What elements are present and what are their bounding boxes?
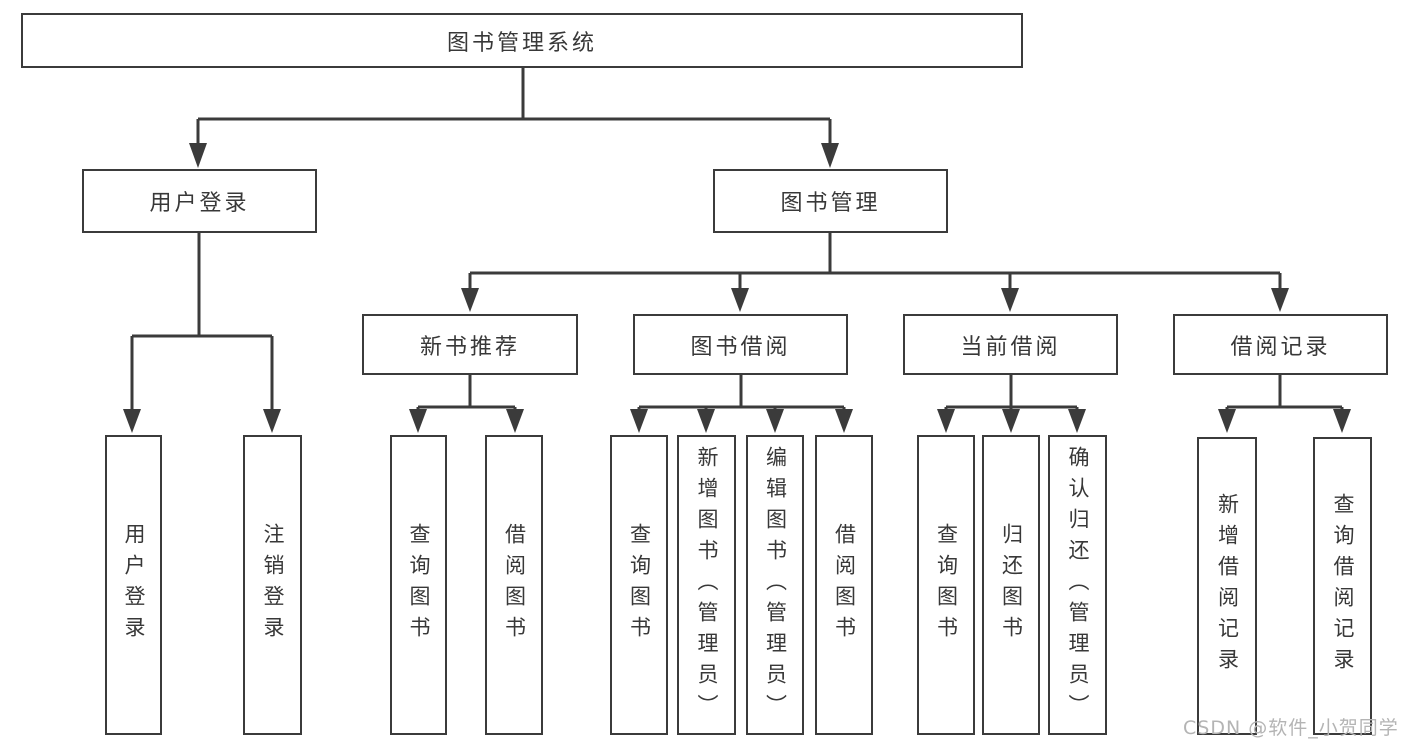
leaf-query-books-current: 查询图书 [917, 435, 975, 735]
leaf-logout: 注销登录 [243, 435, 302, 735]
connector-new-book-recommend-to-leaves [409, 375, 524, 433]
leaf-borrow-books-borrowing: 借阅图书 [815, 435, 873, 735]
connector-book-management-to-level3 [461, 233, 1289, 312]
connector-book-borrowing-to-leaves [630, 375, 853, 433]
node-borrowing-records: 借阅记录 [1173, 314, 1388, 375]
leaf-borrow-books-recommend: 借阅图书 [485, 435, 543, 735]
node-current-borrowing: 当前借阅 [903, 314, 1118, 375]
node-new-book-recommend: 新书推荐 [362, 314, 578, 375]
leaf-query-books-borrowing: 查询图书 [610, 435, 668, 735]
leaf-confirm-return-admin: 确认归还（管理员） [1048, 435, 1107, 735]
node-book-borrowing: 图书借阅 [633, 314, 848, 375]
leaf-edit-books-admin: 编辑图书（管理员） [746, 435, 804, 735]
leaf-return-books: 归还图书 [982, 435, 1040, 735]
csdn-watermark: CSDN @软件_小贺同学 [1183, 717, 1399, 739]
node-library-system: 图书管理系统 [21, 13, 1023, 68]
connector-current-borrowing-to-leaves [937, 375, 1086, 433]
leaf-query-books-recommend: 查询图书 [390, 435, 447, 735]
leaf-query-borrow-record: 查询借阅记录 [1313, 437, 1372, 735]
leaf-user-login: 用户登录 [105, 435, 162, 735]
leaf-add-books-admin: 新增图书（管理员） [677, 435, 736, 735]
leaf-add-borrow-record: 新增借阅记录 [1197, 437, 1257, 735]
node-user-login: 用户登录 [82, 169, 317, 233]
connector-borrowing-records-to-leaves [1218, 375, 1351, 433]
connector-user-login-to-leaves [123, 233, 281, 433]
node-book-management: 图书管理 [713, 169, 948, 233]
connector-root-to-level2 [189, 68, 839, 168]
